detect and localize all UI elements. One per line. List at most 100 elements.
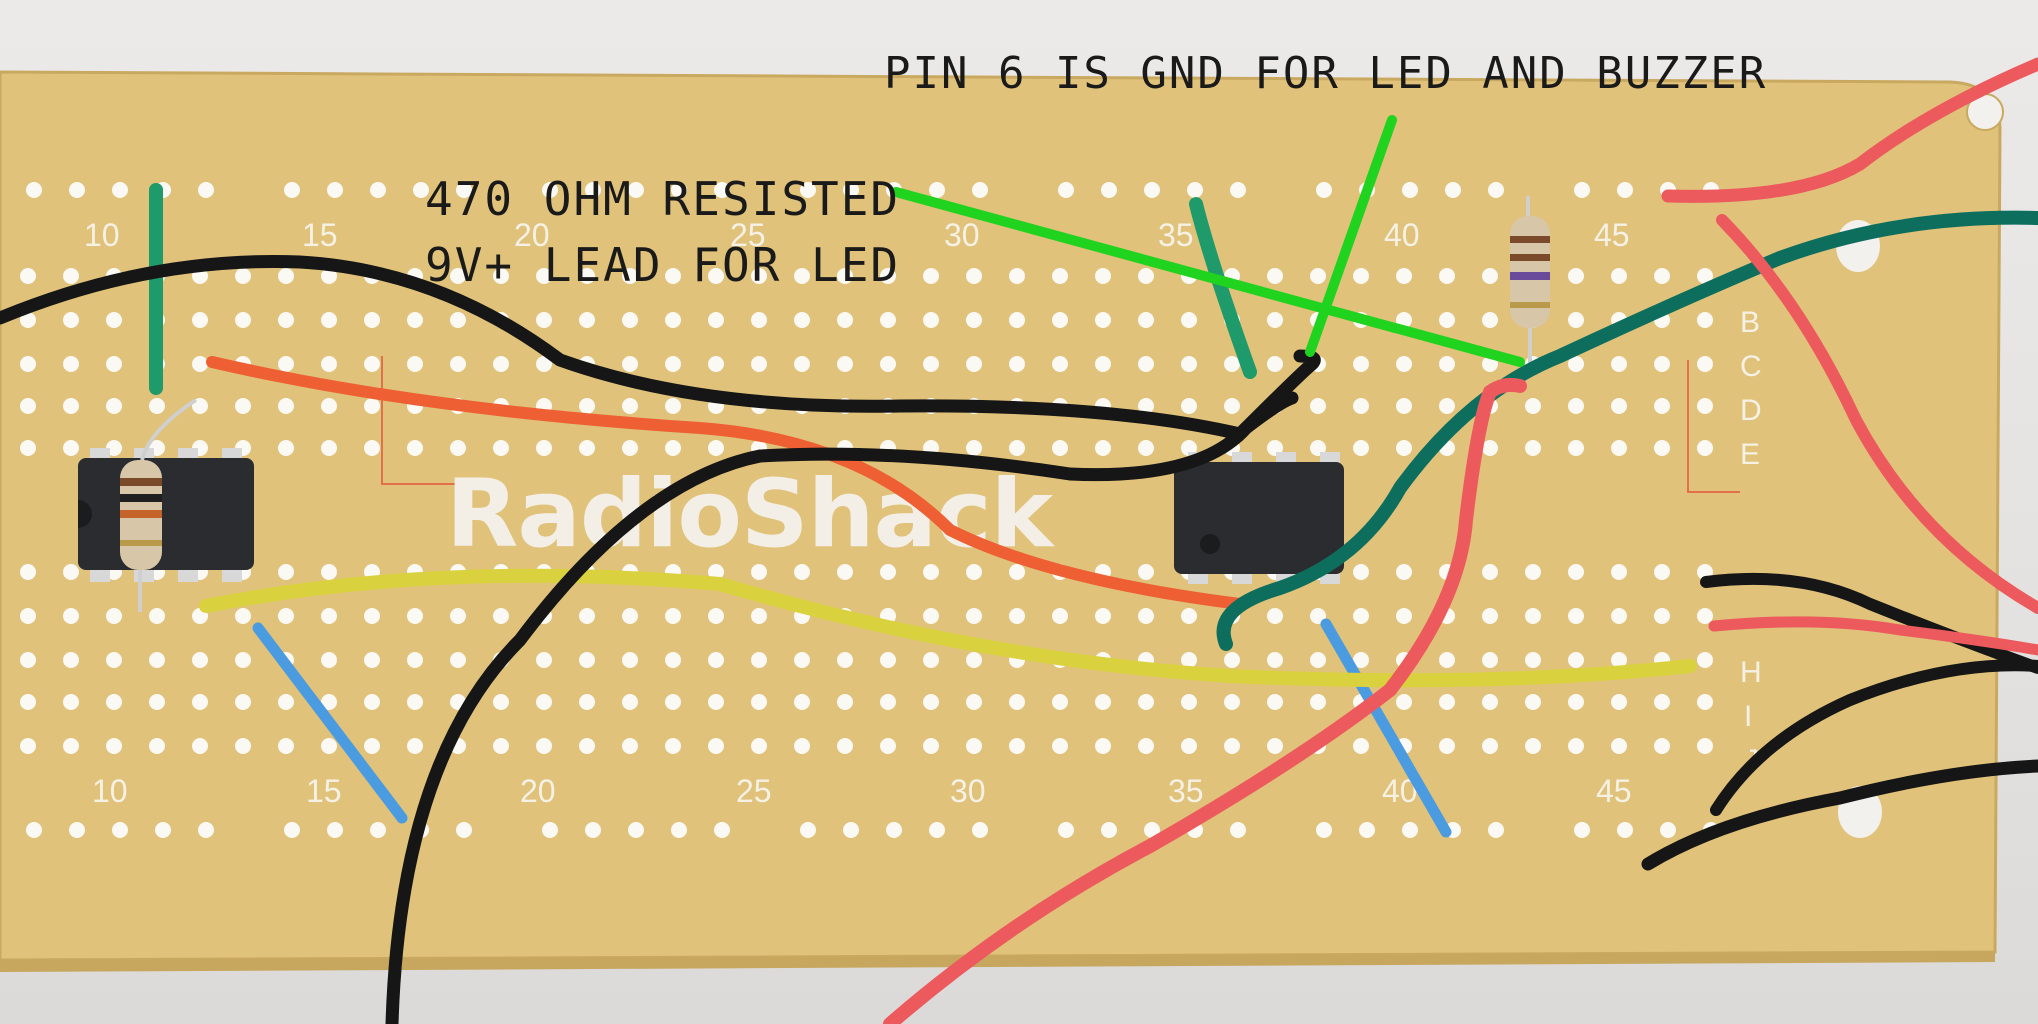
board-hole xyxy=(1654,608,1670,624)
board-hole xyxy=(671,182,687,198)
board-hole xyxy=(536,356,552,372)
board-hole xyxy=(1353,356,1369,372)
board-hole xyxy=(1138,312,1154,328)
board-hole xyxy=(794,268,810,284)
board-hole xyxy=(585,822,601,838)
board-hole xyxy=(1568,268,1584,284)
board-hole xyxy=(235,652,251,668)
board-hole xyxy=(1611,694,1627,710)
bottom-number: 15 xyxy=(306,773,342,809)
board-hole xyxy=(1101,822,1117,838)
board-hole xyxy=(1574,822,1590,838)
ic-chip-left xyxy=(78,448,254,582)
board-hole xyxy=(1009,738,1025,754)
board-hole xyxy=(493,356,509,372)
board-hole xyxy=(370,182,386,198)
board-hole xyxy=(665,398,681,414)
board-hole xyxy=(579,312,595,328)
board-hole xyxy=(1488,822,1504,838)
board-hole xyxy=(192,738,208,754)
resistor-left xyxy=(120,398,198,612)
board-hole xyxy=(364,738,380,754)
board-hole xyxy=(1052,440,1068,456)
board-hole xyxy=(1568,652,1584,668)
board-hole xyxy=(69,182,85,198)
board-hole xyxy=(407,738,423,754)
bottom-number: 25 xyxy=(736,773,772,809)
board-hole xyxy=(1144,822,1160,838)
board-hole xyxy=(880,694,896,710)
board-hole xyxy=(407,312,423,328)
board-hole xyxy=(880,738,896,754)
board-hole xyxy=(1359,822,1375,838)
board-hole xyxy=(966,608,982,624)
board-hole xyxy=(929,182,945,198)
board-hole xyxy=(622,268,638,284)
board-hole xyxy=(1697,738,1713,754)
resistor-annotation: 470 OHM RESISTED 9V+ LEAD FOR LED xyxy=(425,166,900,298)
board-hole xyxy=(1445,182,1461,198)
board-hole xyxy=(1058,182,1074,198)
board-hole xyxy=(1267,312,1283,328)
board-hole xyxy=(1439,738,1455,754)
board-hole xyxy=(278,356,294,372)
board-hole xyxy=(112,822,128,838)
board-hole xyxy=(1617,822,1633,838)
board-hole xyxy=(106,312,122,328)
board-hole xyxy=(923,738,939,754)
board-hole xyxy=(1095,608,1111,624)
board-hole xyxy=(708,608,724,624)
board-hole xyxy=(112,182,128,198)
board-hole xyxy=(1138,268,1154,284)
board-hole xyxy=(450,608,466,624)
board-hole xyxy=(321,694,337,710)
board-hole xyxy=(450,312,466,328)
board-hole xyxy=(1568,398,1584,414)
board-hole xyxy=(923,694,939,710)
board-hole xyxy=(1316,822,1332,838)
board-hole xyxy=(235,312,251,328)
board-hole xyxy=(63,564,79,580)
board-hole xyxy=(1138,694,1154,710)
board-hole xyxy=(1654,268,1670,284)
black-wire xyxy=(1710,659,2038,816)
board-hole xyxy=(1267,268,1283,284)
board-hole xyxy=(1611,564,1627,580)
board-hole xyxy=(923,312,939,328)
board-hole xyxy=(1267,652,1283,668)
board-hole xyxy=(1052,694,1068,710)
board-hole xyxy=(1611,652,1627,668)
board-hole xyxy=(456,822,472,838)
board-hole xyxy=(794,738,810,754)
board-hole xyxy=(1611,356,1627,372)
board-bottom-edge xyxy=(0,952,1995,972)
board-hole xyxy=(1052,738,1068,754)
board-hole xyxy=(923,608,939,624)
board-hole xyxy=(450,356,466,372)
board-hole xyxy=(1101,182,1117,198)
board-hole xyxy=(321,312,337,328)
red-wire xyxy=(1661,57,2038,203)
board-hole xyxy=(69,822,85,838)
board-hole xyxy=(278,738,294,754)
board-hole xyxy=(1353,608,1369,624)
board-hole xyxy=(536,312,552,328)
board-hole xyxy=(1009,694,1025,710)
black-wire xyxy=(385,391,1299,1024)
board-hole xyxy=(278,398,294,414)
board-hole xyxy=(413,182,429,198)
board-hole xyxy=(886,822,902,838)
board-hole xyxy=(1482,440,1498,456)
board-hole xyxy=(972,822,988,838)
board-hole xyxy=(1095,268,1111,284)
yellow-wire xyxy=(199,568,1697,688)
board-hole xyxy=(321,356,337,372)
board-hole xyxy=(579,738,595,754)
bottom-number: 45 xyxy=(1596,773,1632,809)
row-letter: B xyxy=(1740,306,1760,339)
board-hole xyxy=(63,268,79,284)
board-hole xyxy=(966,440,982,456)
board-hole xyxy=(1568,312,1584,328)
board-hole xyxy=(837,356,853,372)
board-hole xyxy=(923,356,939,372)
